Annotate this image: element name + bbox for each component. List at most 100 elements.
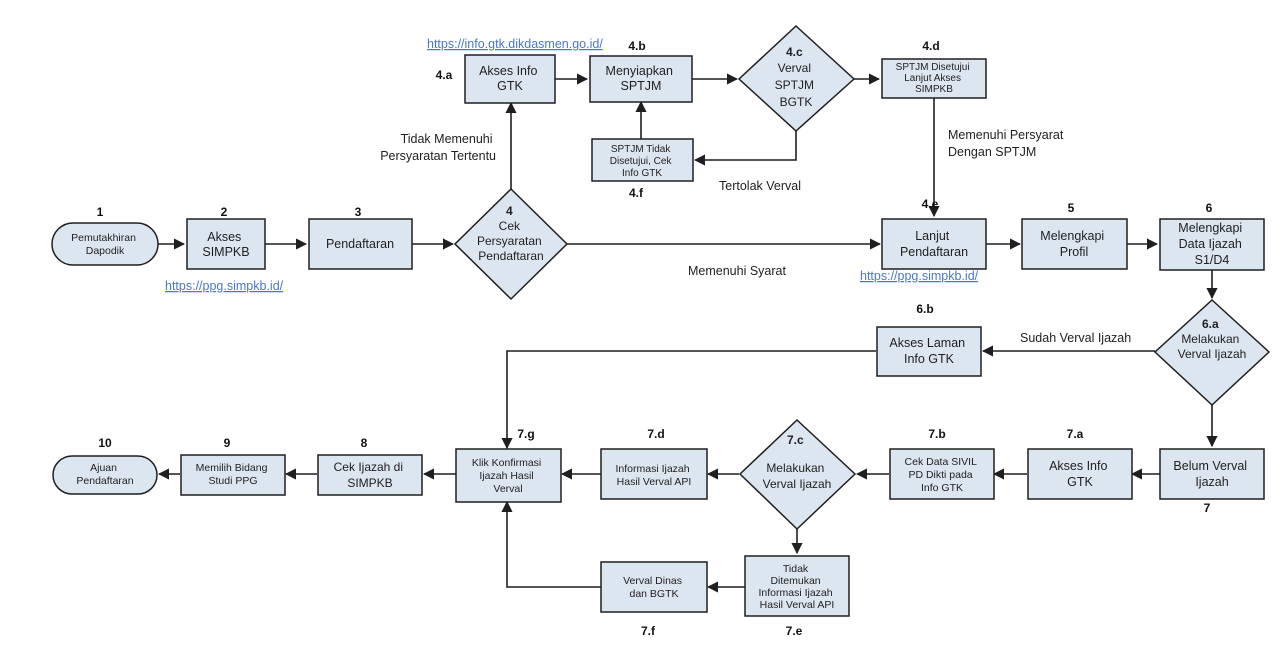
node-label: Pendaftaran — [478, 249, 543, 263]
node-number: 9 — [224, 436, 231, 450]
link-ppg-simpkb-left[interactable]: https://ppg.simpkb.id/ — [165, 279, 284, 293]
link-ppg-simpkb-right[interactable]: https://ppg.simpkb.id/ — [860, 269, 979, 283]
node-number: 4.b — [628, 39, 645, 53]
link-info-gtk[interactable]: https://info.gtk.dikdasmen.go.id/ — [427, 37, 603, 51]
node-number: 4 — [506, 204, 513, 218]
node-number: 8 — [361, 436, 368, 450]
svg-text:Pendaftaran: Pendaftaran — [326, 237, 394, 251]
node-number: 3 — [355, 205, 362, 219]
node-number: 7.c — [787, 433, 804, 447]
node-label: PD Dikti pada — [908, 469, 972, 481]
svg-text:Ajuan Pendaftaran: Ajuan Pendaftaran — [76, 462, 133, 487]
node-4a-akses-info-gtk: 4.a Akses Info GTK — [436, 54, 556, 104]
node-7g-klik-konfirmasi-ijazah: 7.g Klik Konfirmasi Ijazah Hasil Verval — [455, 427, 562, 503]
node-label: Memilih Bidang — [196, 462, 268, 474]
node-label: SIMPKB — [915, 84, 953, 95]
edge-label-memenuhi-persyarat: Memenuhi Persyarat Dengan SPTJM — [948, 128, 1067, 159]
node-label: Info GTK — [921, 482, 963, 494]
node-label: Info GTK — [904, 352, 955, 366]
node-label: Akses Info — [1049, 459, 1107, 473]
node-number: 4.c — [786, 45, 803, 59]
node-number: 7.b — [928, 427, 945, 441]
node-5-melengkapi-profil: 5 Melengkapi Profil — [1021, 201, 1128, 270]
node-label: Tidak — [783, 563, 809, 575]
node-label: Belum Verval — [1173, 459, 1247, 473]
node-label: Pendaftaran — [326, 237, 394, 251]
node-label: Studi PPG — [208, 475, 257, 487]
node-label: Melakukan — [766, 461, 824, 475]
svg-text:Akses Info GTK: Akses Info GTK — [1049, 459, 1111, 489]
node-number: 2 — [221, 205, 228, 219]
edge-label-line: Tidak Memenuhi — [401, 132, 493, 146]
node-label: SPTJM Disetujui — [896, 62, 970, 73]
node-number: 7.d — [647, 427, 664, 441]
node-label: Verval Ijazah — [1178, 347, 1247, 361]
node-label: GTK — [497, 79, 523, 93]
node-1-pemutakhiran-dapodik: 1 Pemutakhiran Dapodik — [51, 205, 159, 266]
svg-text:Cek Data SIVIL PD Dikti: Cek Data SIVIL PD Dikti pada Info GTK — [905, 456, 980, 494]
node-4c-verval-sptjm-diamond: 4.c Verval SPTJM BGTK — [737, 24, 856, 133]
svg-text:7.c Melakukan Verv: 7.c Melakukan Verval Ijazah — [763, 433, 832, 491]
node-label: Profil — [1060, 245, 1088, 259]
node-label: Lanjut — [915, 229, 950, 243]
node-number: 7.g — [517, 427, 534, 441]
node-label: GTK — [1067, 475, 1093, 489]
node-label: Melakukan — [1181, 332, 1239, 346]
node-label: Menyiapkan — [606, 64, 673, 78]
node-label: SPTJM — [775, 78, 814, 92]
node-4f-sptjm-tidak-disetujui: 4.f SPTJM Tidak Disetujui, Cek Info GTK — [591, 138, 694, 200]
node-6b-akses-laman-info-gtk: 6.b Akses Laman Info GTK — [876, 302, 982, 377]
node-label: Hasil Verval API — [760, 599, 835, 611]
edge-6b-7g — [501, 350, 876, 450]
svg-text:SPTJM Tidak Disetujui, C: SPTJM Tidak Disetujui, Cek Info GTK — [610, 144, 674, 179]
svg-text:SPTJM Disetujui Lanjut A: SPTJM Disetujui Lanjut Akses SIMPKB — [896, 62, 973, 95]
node-number: 1 — [97, 205, 104, 219]
node-label: Hasil Verval API — [617, 476, 692, 488]
node-label: Ijazah — [1195, 475, 1228, 489]
node-label: S1/D4 — [1195, 253, 1230, 267]
svg-text:Melengkapi Profil: Melengkapi Profil — [1040, 229, 1107, 259]
svg-text:Verval Dinas dan BGTK: Verval Dinas dan BGTK — [623, 575, 685, 600]
node-label: Ditemukan — [770, 575, 820, 587]
svg-text:Pemutakhiran Dapodik: Pemutakhiran Dapodik — [71, 232, 139, 257]
node-number: 4.d — [922, 39, 939, 53]
node-7f-verval-dinas-bgtk: 7.f Verval Dinas dan BGTK — [600, 561, 708, 638]
node-label: Info GTK — [622, 168, 662, 179]
svg-text:4.c Verval SPTJM: 4.c Verval SPTJM BGTK — [775, 45, 818, 109]
node-7e-tidak-ditemukan-informasi: 7.e Tidak Ditemukan Informasi Ijazah Has… — [744, 555, 850, 638]
node-number: 6.b — [916, 302, 933, 316]
node-label: Persyaratan — [477, 234, 542, 248]
node-7a-akses-info-gtk: 7.a Akses Info GTK — [1027, 427, 1133, 500]
svg-text:Akses Info GTK: Akses Info GTK — [479, 64, 541, 93]
node-label: dan BGTK — [629, 588, 678, 600]
node-number: 5 — [1068, 201, 1075, 215]
node-label: Akses — [207, 230, 241, 244]
node-label: Melengkapi — [1040, 229, 1104, 243]
node-label: Cek Ijazah di — [334, 460, 403, 474]
node-label: Akses Info — [479, 64, 537, 78]
node-label: Pemutakhiran — [71, 232, 136, 244]
edge-label-line: Dengan SPTJM — [948, 145, 1036, 159]
node-number: 10 — [98, 436, 112, 450]
node-number: 6.a — [1202, 317, 1219, 331]
node-label: Pendaftaran — [900, 245, 968, 259]
node-4-cek-persyaratan-diamond: 4 Cek Persyaratan Pendaftaran — [453, 187, 569, 301]
edges — [157, 73, 1218, 593]
node-4e-lanjut-pendaftaran: 4.e Lanjut Pendaftaran — [881, 197, 987, 270]
edge-label-tertolak-verval: Tertolak Verval — [719, 179, 801, 193]
node-label: Cek Data SIVIL — [905, 456, 978, 468]
node-label: Ajuan — [90, 462, 117, 474]
node-label: Melengkapi — [1178, 221, 1242, 235]
node-label: Klik Konfirmasi — [472, 457, 541, 469]
node-label: Dapodik — [86, 245, 125, 257]
node-label: BGTK — [780, 95, 813, 109]
node-label: Lanjut Akses — [904, 73, 961, 84]
svg-text:Belum Verval Ijazah: Belum Verval Ijazah — [1173, 459, 1250, 489]
node-7-belum-verval-ijazah: 7 Belum Verval Ijazah — [1159, 448, 1265, 515]
node-10-ajuan-pendaftaran: 10 Ajuan Pendaftaran — [52, 436, 158, 495]
node-label: SIMPKB — [202, 245, 249, 259]
node-label: Ijazah Hasil — [479, 470, 533, 482]
node-label: Cek — [499, 219, 521, 233]
svg-text:Cek Ijazah di SIMPKB: Cek Ijazah di SIMPKB — [334, 460, 407, 490]
